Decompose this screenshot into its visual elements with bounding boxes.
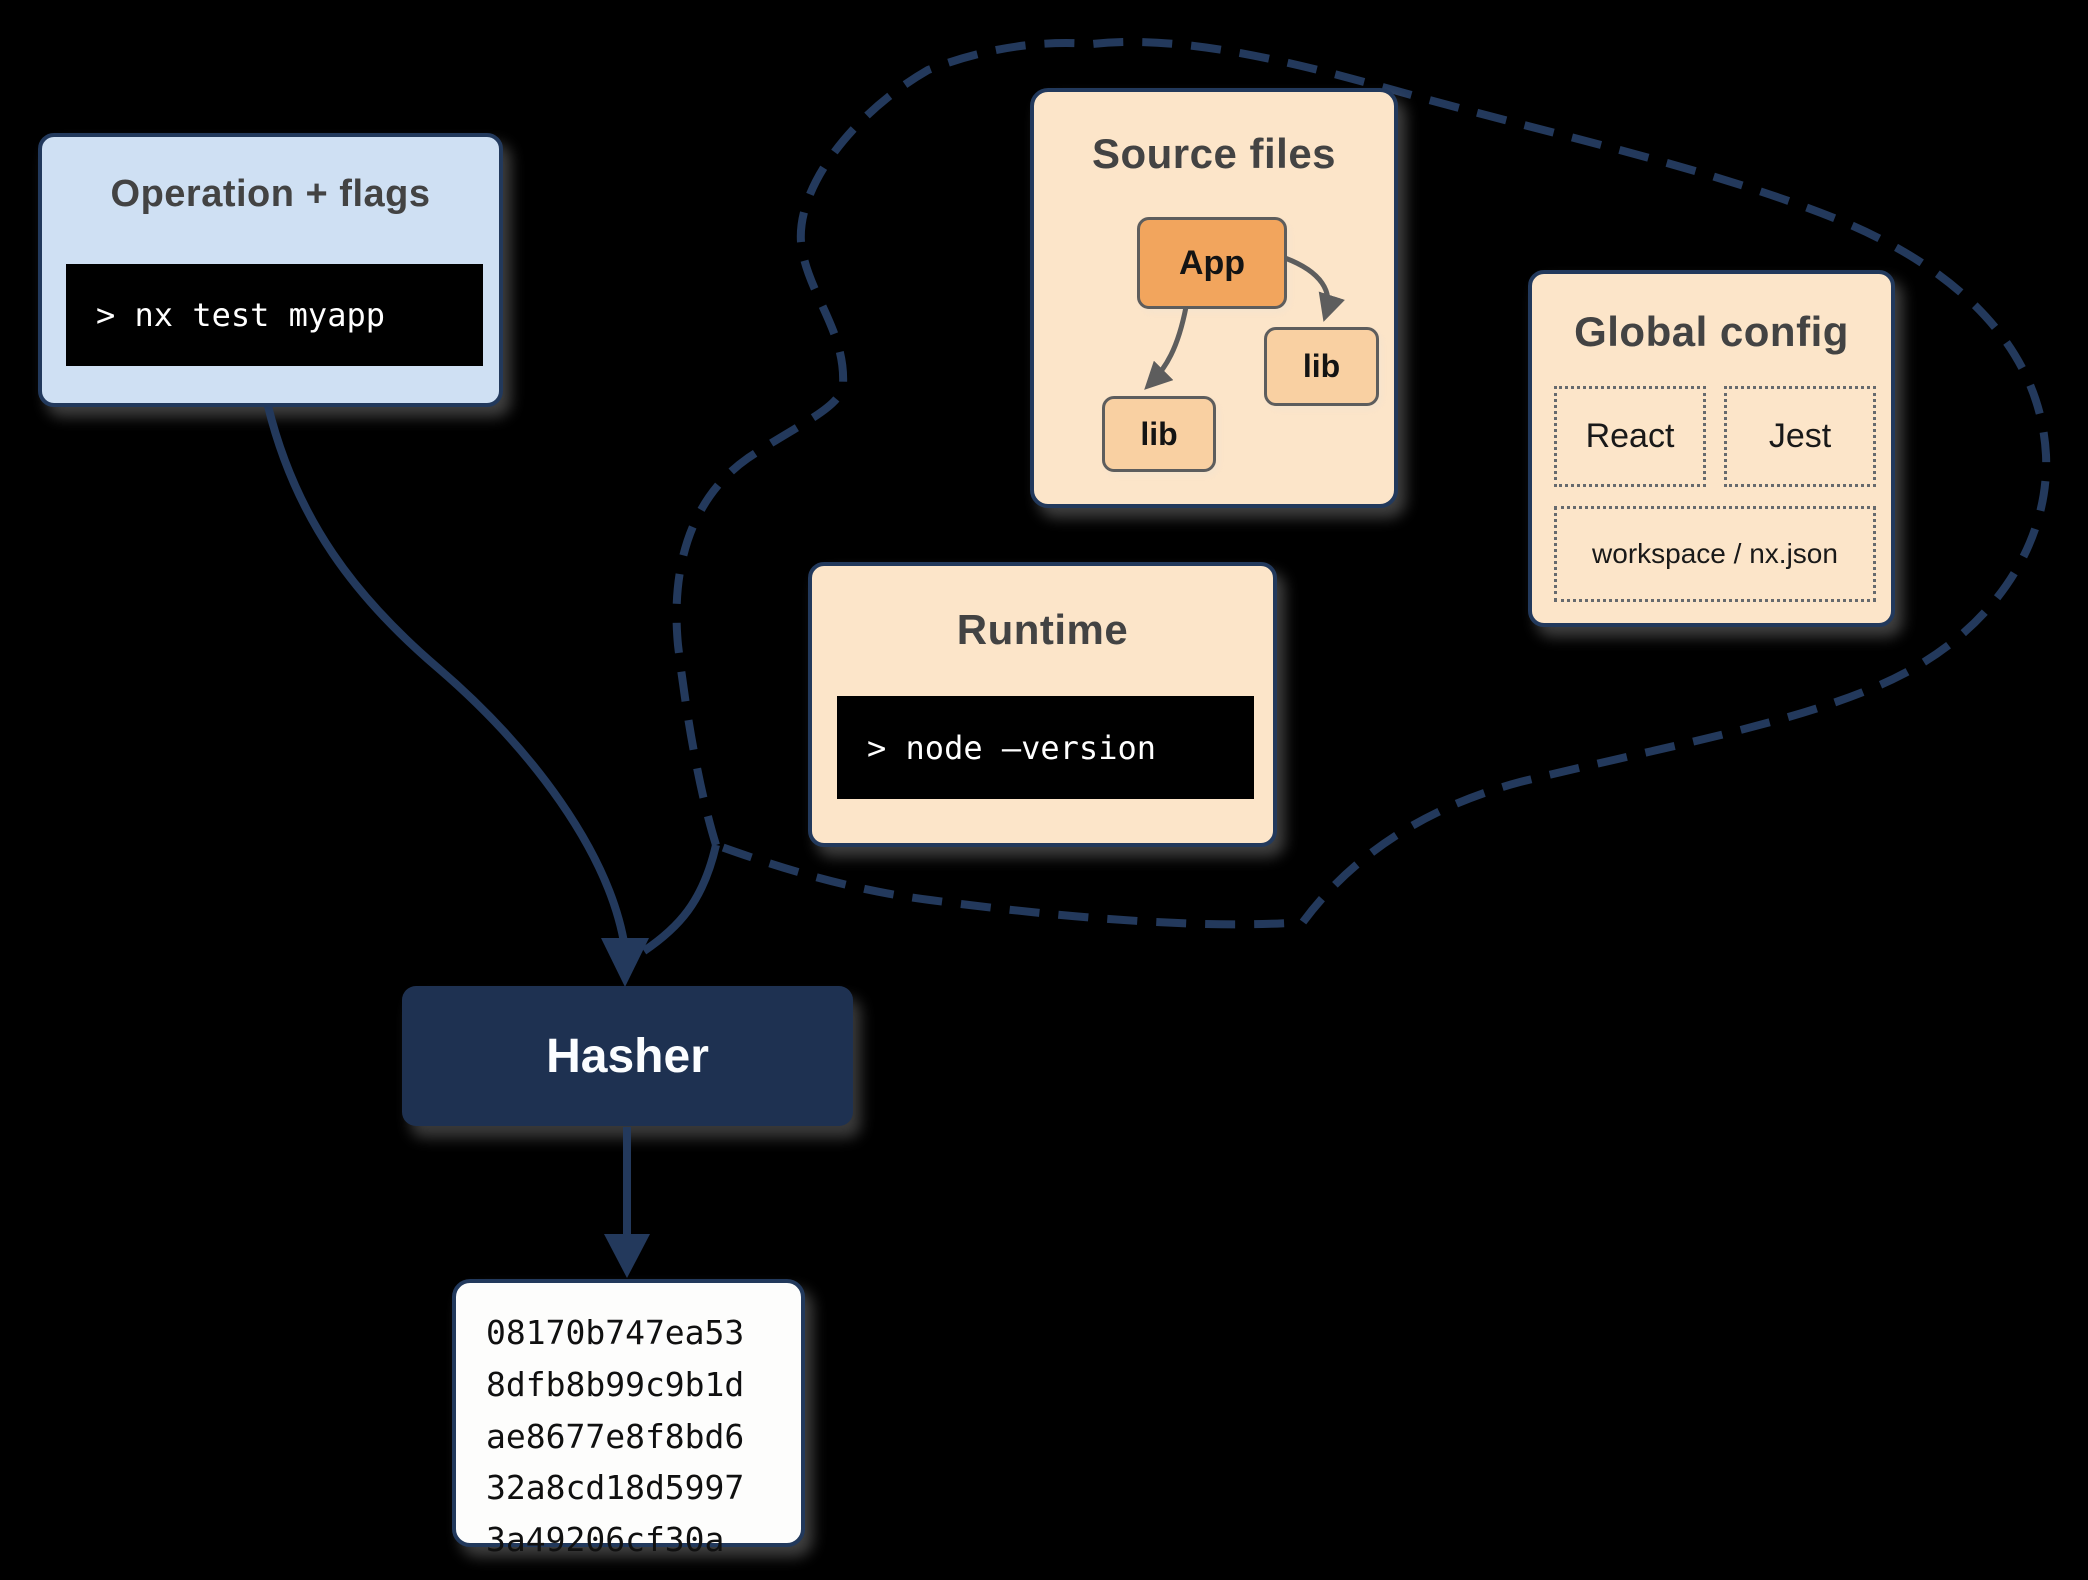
runtime-command-text: > node –version xyxy=(867,728,1156,767)
operation-flags-title: Operation + flags xyxy=(110,173,431,215)
runtime-terminal: > node –version xyxy=(837,696,1254,799)
hash-output-box: 08170b747ea53 8dfb8b99c9b1d ae8677e8f8bd… xyxy=(452,1279,805,1559)
runtime-title: Runtime xyxy=(956,606,1129,653)
source-files-title: Source files xyxy=(1091,130,1337,177)
operation-to-hasher-arrow xyxy=(264,405,629,949)
jest-tag-label: Jest xyxy=(1768,417,1832,455)
workspace-nxjson-label: workspace / nx.json xyxy=(1592,538,1838,569)
source-files-box: Source files App lib lib xyxy=(1030,88,1398,508)
jest-tag: Jest xyxy=(1724,386,1876,487)
lib-node-left-label: lib xyxy=(1140,415,1178,452)
hasher-box: Hasher xyxy=(402,986,853,1126)
hash-line: 3a49206cf30a xyxy=(486,1520,725,1560)
react-tag: React xyxy=(1554,386,1706,487)
runtime-box: Runtime > node –version xyxy=(808,562,1277,847)
hash-line: 08170b747ea53 xyxy=(486,1313,745,1352)
operation-terminal: > nx test myapp xyxy=(66,264,483,366)
workspace-nxjson-tag: workspace / nx.json xyxy=(1554,506,1876,602)
lib-node-left: lib xyxy=(1102,396,1216,472)
hash-line: 8dfb8b99c9b1d xyxy=(486,1364,745,1404)
react-tag-label: React xyxy=(1585,417,1675,455)
app-node-label: App xyxy=(1178,243,1246,282)
hash-line: ae8677e8f8bd6 xyxy=(486,1416,745,1456)
global-config-title: Global config xyxy=(1574,308,1849,355)
hash-output-text: 08170b747ea53 8dfb8b99c9b1d ae8677e8f8bd… xyxy=(456,1283,801,1566)
app-node: App xyxy=(1137,217,1287,309)
cloud-to-hasher-branch xyxy=(641,844,720,955)
lib-node-right: lib xyxy=(1264,327,1379,406)
hash-line: 32a8cd18d5997 xyxy=(486,1468,745,1508)
hasher-label: Hasher xyxy=(546,1029,709,1083)
operation-command-text: > nx test myapp xyxy=(96,296,385,334)
hash-output-arrowhead xyxy=(604,1234,650,1278)
hasher-arrowhead xyxy=(601,938,649,987)
global-config-box: Global config React Jest workspace / nx.… xyxy=(1528,270,1895,627)
operation-flags-box: Operation + flags > nx test myapp xyxy=(38,133,503,407)
lib-node-right-label: lib xyxy=(1302,348,1341,384)
